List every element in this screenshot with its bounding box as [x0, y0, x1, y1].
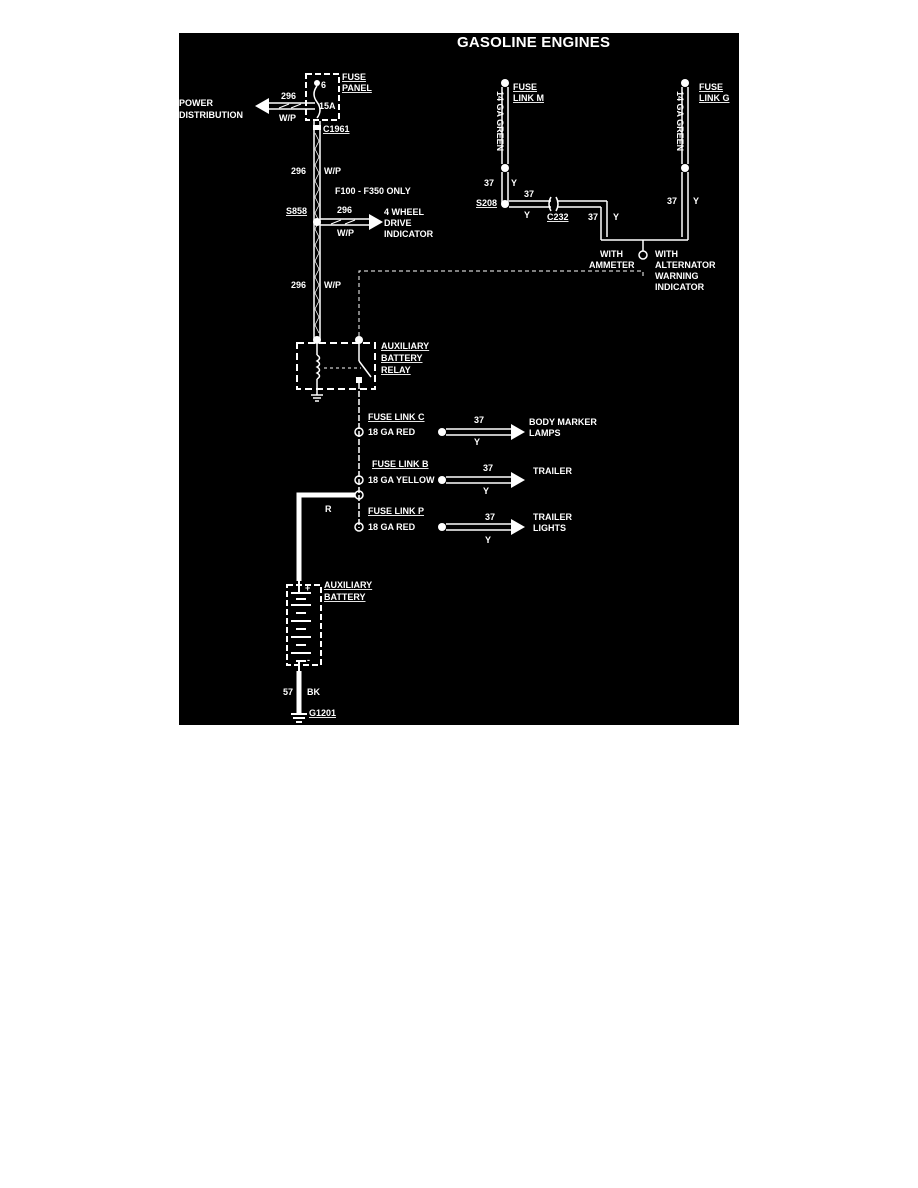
fuse-link-g-gauge: 14 GA GREEN [675, 91, 685, 151]
diagram-title: GASOLINE ENGINES [457, 34, 610, 51]
fuse-link-c-gauge: 18 GA RED [368, 427, 416, 437]
fuse-link-g [681, 79, 689, 237]
main-wire-upper-color: W/P [324, 166, 341, 176]
fuse-link-b-dot [354, 475, 364, 485]
with-alternator-label-4: INDICATOR [655, 282, 705, 292]
fuse-link-c-circuit: 37 [474, 415, 484, 425]
wiring-diagram: GASOLINE ENGINES 6 15A FUSE PANEL 296 W/… [179, 33, 739, 725]
with-ammeter-label-2: AMMETER [589, 260, 635, 270]
power-distribution-label: POWER [179, 98, 214, 108]
fuse-rating: 15A [319, 101, 336, 111]
fuse-link-c-destination-2: LAMPS [529, 428, 561, 438]
fuse-link-b-name: FUSE LINK B [372, 459, 429, 469]
fuse-link-g-circuit: 37 [667, 196, 677, 206]
fuse-link-c-color: Y [474, 437, 480, 447]
four-wd-label-2: DRIVE [384, 218, 412, 228]
fuse-panel-label-2: PANEL [342, 83, 372, 93]
auxiliary-battery [286, 581, 322, 671]
fuse-link-g-label-2: LINK G [699, 93, 730, 103]
s208-wire-circuit: 37 [524, 189, 534, 199]
ground-g1201: G1201 [309, 708, 336, 718]
connector-c232: C232 [547, 212, 569, 222]
fuse-link-p-circuit: 37 [485, 512, 495, 522]
splice-s208: S208 [476, 198, 497, 208]
four-wd-label-3: INDICATOR [384, 229, 434, 239]
fuse-link-m-circuit: 37 [484, 178, 494, 188]
fuse-link-c-name: FUSE LINK C [368, 412, 425, 422]
battery-feed-color: R [325, 504, 332, 514]
fuse-link-m-gauge: 14 GA GREEN [495, 91, 505, 151]
relay-label-3: RELAY [381, 365, 411, 375]
main-wire-upper-circuit: 296 [291, 166, 306, 176]
fuse-link-b-arrow [438, 472, 525, 488]
battery-feed-wire [296, 492, 355, 581]
fuse-link-p-arrow [438, 519, 525, 535]
four-wheel-drive-arrow [320, 214, 383, 230]
four-wd-color: W/P [337, 228, 354, 238]
battery-negative: - [307, 655, 310, 665]
fuse-number: 6 [321, 80, 326, 90]
ground-wire-circuit: 57 [283, 687, 293, 697]
power-distribution-circuit: 296 [281, 91, 296, 101]
model-note: F100 - F350 ONLY [335, 186, 411, 196]
fuse-link-c-arrow [438, 424, 525, 440]
power-distribution-arrow [255, 98, 315, 114]
fuse-link-c-dot [354, 427, 364, 437]
fuse-link-c-destination: BODY MARKER [529, 417, 597, 427]
fuse-link-b-circuit: 37 [483, 463, 493, 473]
fuse-panel-label: FUSE [342, 72, 366, 82]
with-alternator-label-2: ALTERNATOR [655, 260, 716, 270]
fuse-link-p-name: FUSE LINK P [368, 506, 424, 516]
indicator-control-line [358, 270, 644, 336]
splice-s858: S858 [286, 206, 307, 216]
battery-positive: + [305, 583, 310, 593]
splice-s858-dot [313, 218, 321, 226]
fuse-link-m [501, 79, 509, 203]
with-alternator-label-3: WARNING [655, 271, 699, 281]
fuse-link-p-gauge: 18 GA RED [368, 522, 416, 532]
fuse-link-p-destination-2: LIGHTS [533, 523, 566, 533]
s208-to-c232-wire [509, 196, 689, 251]
connector-c1961: C1961 [323, 124, 350, 134]
power-distribution-wire-color: W/P [279, 113, 296, 123]
aux-battery-label-2: BATTERY [324, 592, 366, 602]
with-alternator-label: WITH [655, 249, 678, 259]
main-wire-lower-circuit: 296 [291, 280, 306, 290]
power-distribution-label-2: DISTRIBUTION [179, 110, 243, 120]
four-wd-label: 4 WHEEL [384, 207, 425, 217]
fuse-link-b-destination: TRAILER [533, 466, 572, 476]
main-wire-lower-color: W/P [324, 280, 341, 290]
relay-label-2: BATTERY [381, 353, 423, 363]
ground-symbol [291, 713, 307, 723]
connector-c1961-mark [313, 125, 321, 130]
c232-wire-circuit: 37 [588, 212, 598, 222]
fuse-link-g-color: Y [693, 196, 699, 206]
aux-battery-label: AUXILIARY [324, 580, 372, 590]
with-ammeter-label: WITH [600, 249, 623, 259]
fuse-link-p-dot [354, 522, 364, 532]
four-wd-circuit: 296 [337, 205, 352, 215]
fuse-link-b-gauge: 18 GA YELLOW [368, 475, 435, 485]
fuse-link-m-label: FUSE [513, 82, 537, 92]
fuse-link-m-label-2: LINK M [513, 93, 544, 103]
fuse-link-p-color: Y [485, 535, 491, 545]
relay-label: AUXILIARY [381, 341, 429, 351]
fuse-link-p-destination: TRAILER [533, 512, 572, 522]
s208-wire-color: Y [524, 210, 530, 220]
main-wire-296 [313, 121, 321, 340]
c232-wire-color: Y [613, 212, 619, 222]
fuse-link-m-color: Y [511, 178, 517, 188]
fuse-panel: 6 15A [305, 73, 340, 121]
auxiliary-battery-relay [296, 336, 376, 402]
splice-s208-dot [501, 200, 509, 208]
option-junction [638, 250, 648, 260]
fuse-link-b-color: Y [483, 486, 489, 496]
ground-wire-color: BK [307, 687, 320, 697]
fuse-link-g-label: FUSE [699, 82, 723, 92]
